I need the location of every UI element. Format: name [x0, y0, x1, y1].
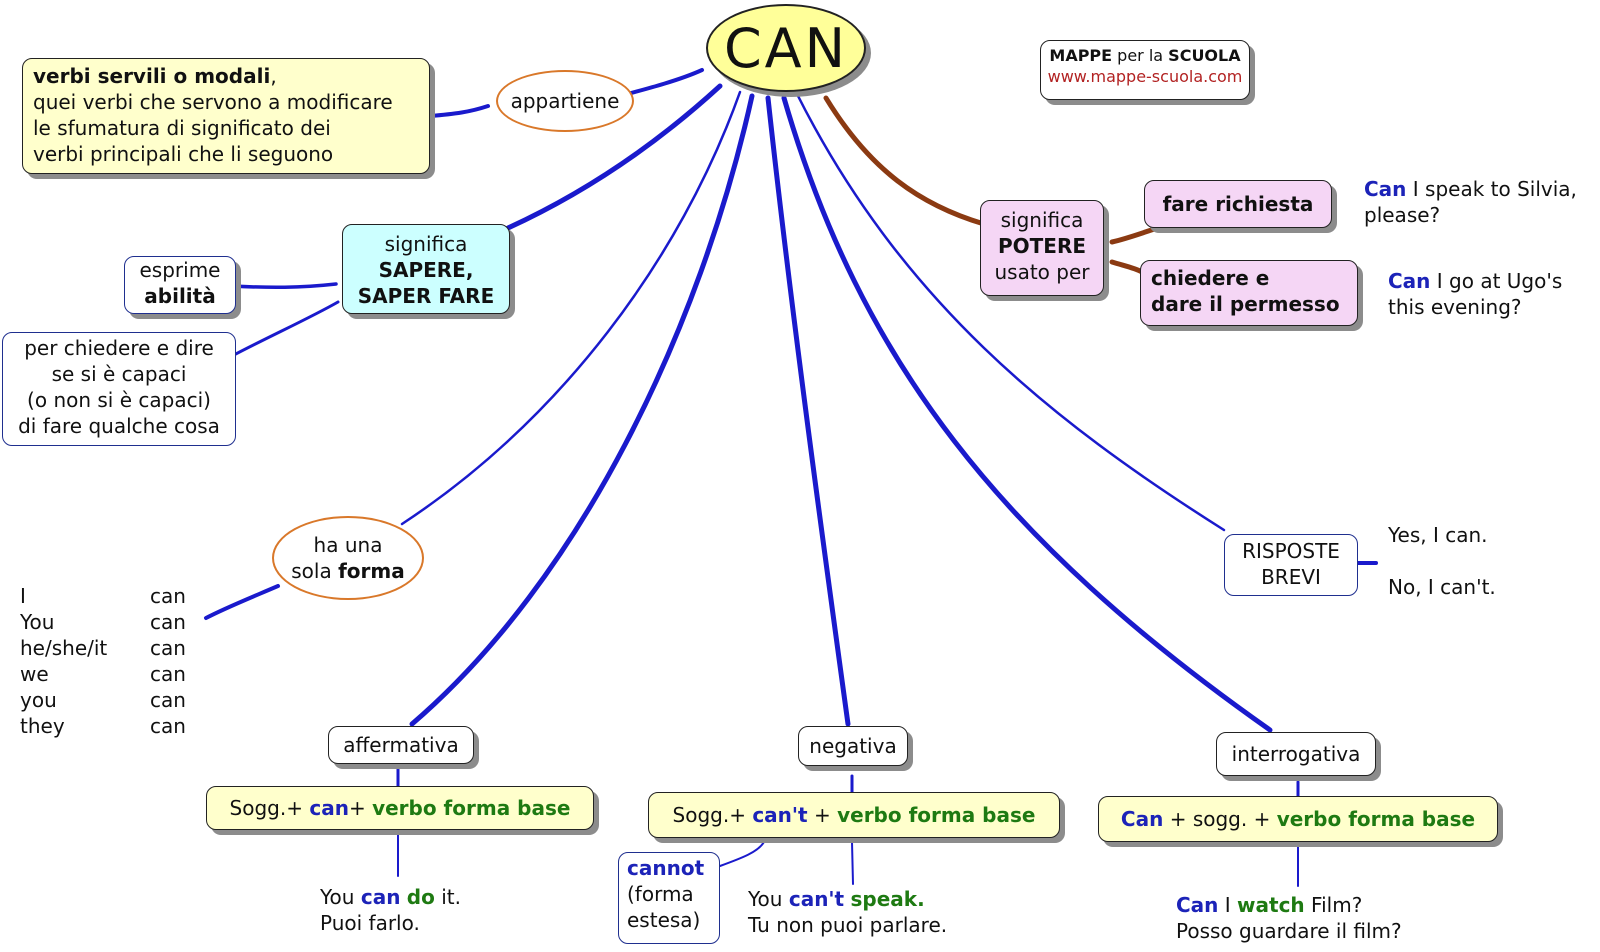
link-root-affermativa [409, 93, 755, 727]
sapere-line: SAPER FARE [357, 284, 495, 308]
risposte-line: BREVI [1261, 565, 1321, 589]
example-richiesta: Can I speak to Silvia, please? [1364, 177, 1577, 227]
affermativa-example: You can do it. Puoi farlo. [320, 885, 461, 935]
potere-line: usato per [994, 260, 1090, 284]
appartiene-label: appartiene [510, 89, 620, 113]
link-potere-permesso [1109, 259, 1145, 275]
interrogativa-node: interrogativa [1216, 732, 1376, 776]
link-forma-pronouns [204, 584, 280, 620]
verb-form: can [150, 714, 186, 738]
negativa-example: You can't speak. Tu non puoi parlare. [748, 887, 948, 937]
logo-url: www.mappe-scuola.com [1047, 66, 1243, 86]
cannot-node: cannot (forma estesa) [618, 852, 720, 944]
forma-line: ha una [313, 533, 383, 557]
affermativa-formula: Sogg.+ can+ verbo forma base [206, 786, 594, 830]
answer-yes: Yes, I can. [1388, 523, 1488, 547]
link-negativa-example [851, 841, 854, 885]
affermativa-translation: Puoi farlo. [320, 911, 420, 935]
interrogativa-formula: Can + sogg. + verbo forma base [1098, 796, 1498, 842]
risposte-node: RISPOSTE BREVI [1224, 534, 1358, 596]
negativa-label: negativa [809, 734, 897, 758]
richiesta-label: fare richiesta [1162, 192, 1314, 216]
sapere-line: SAPERE, [378, 258, 474, 282]
capaci-line: di fare qualche cosa [18, 414, 220, 438]
modal-verbs-line: quei verbi che servono a modificare [33, 90, 393, 114]
root-node-can: CAN [706, 4, 866, 92]
permesso-line: dare il permesso [1151, 292, 1340, 316]
capaci-node: per chiedere e dire se si è capaci (o no… [2, 332, 236, 446]
answer-no: No, I can't. [1388, 575, 1496, 599]
forma-node: ha una sola forma [272, 516, 424, 600]
affermativa-label: affermativa [343, 733, 459, 757]
pronoun: you [20, 688, 57, 712]
esprime-line: esprime [139, 258, 221, 282]
link-root-potere [823, 95, 987, 227]
pronoun: he/she/it [20, 636, 108, 660]
negativa-translation: Tu non puoi parlare. [748, 913, 948, 937]
pronoun: I [20, 584, 26, 608]
example-permesso: Can I go at Ugo's this evening? [1388, 269, 1563, 319]
verb-form: can [150, 584, 186, 608]
link-root-interrogativa [781, 95, 1273, 733]
link-root-forma [400, 90, 742, 526]
verb-form: can [150, 636, 186, 660]
negativa-formula: Sogg.+ can't + verbo forma base [648, 792, 1060, 838]
interrogativa-example: Can I watch Film? Posso guardare il film… [1176, 893, 1402, 943]
link-root-sapere [505, 83, 723, 231]
modal-verbs-box: verbi servili o modali, quei verbi che s… [22, 58, 430, 174]
logo-box: MAPPE per la SCUOLA www.mappe-scuola.com [1040, 40, 1250, 100]
modal-verbs-line: verbi principali che li seguono [33, 142, 334, 166]
sapere-node: significa SAPERE, SAPER FARE [342, 224, 510, 314]
root-label: CAN [723, 16, 849, 80]
logo-title: MAPPE per la SCUOLA [1049, 46, 1241, 65]
link-negativa-cannot [719, 841, 765, 867]
affermativa-node: affermativa [328, 726, 474, 764]
forma-line: sola forma [291, 559, 405, 583]
potere-line: POTERE [997, 234, 1087, 258]
link-sapere-esprime [230, 282, 338, 290]
esprime-line: abilità [144, 284, 216, 308]
pronoun: You [20, 610, 55, 634]
esprime-node: esprime abilità [124, 256, 236, 314]
verb-form: can [150, 662, 186, 686]
capaci-line: (o non si è capaci) [27, 388, 211, 412]
link-appartiene-modal [428, 104, 490, 118]
potere-line: significa [1000, 208, 1084, 232]
sapere-line: significa [384, 232, 468, 256]
verb-form: can [150, 688, 186, 712]
capaci-line: se si è capaci [51, 362, 187, 386]
verb-form: can [150, 610, 186, 634]
link-root-risposte [794, 90, 1226, 532]
richiesta-node: fare richiesta [1144, 180, 1332, 228]
modal-verbs-title: verbi servili o modali, [33, 64, 277, 88]
link-appartiene-root [618, 68, 704, 98]
pronoun: we [20, 662, 49, 686]
link-root-negativa [765, 95, 851, 727]
link-sapere-capaci [230, 300, 340, 358]
capaci-line: per chiedere e dire [24, 336, 214, 360]
risposte-line: RISPOSTE [1242, 539, 1340, 563]
permesso-line: chiedere e [1151, 266, 1270, 290]
potere-node: significa POTERE usato per [980, 200, 1104, 296]
interrogativa-translation: Posso guardare il film? [1176, 919, 1402, 943]
appartiene-node: appartiene [496, 70, 634, 132]
interrogativa-label: interrogativa [1231, 742, 1361, 766]
modal-verbs-line: le sfumatura di significato dei [33, 116, 331, 140]
pronoun: they [20, 714, 65, 738]
permesso-node: chiedere e dare il permesso [1140, 260, 1358, 326]
negativa-node: negativa [798, 726, 908, 766]
